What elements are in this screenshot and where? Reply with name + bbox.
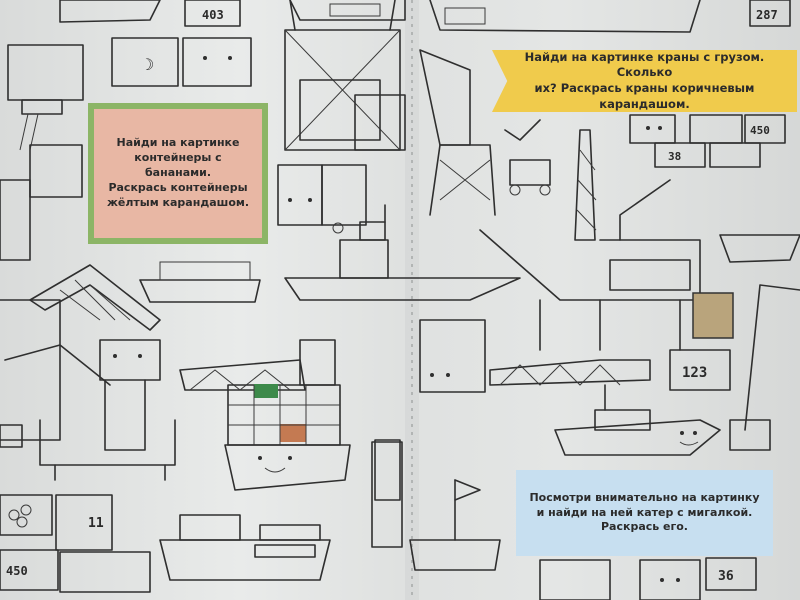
container-number-right-upper: 450 (750, 124, 770, 137)
brown-container (280, 424, 306, 442)
task-cranes-box: Найди на картинке краны с грузом. Скольк… (492, 50, 797, 112)
green-container (254, 384, 278, 398)
container-number-bottom-right: 36 (718, 569, 734, 584)
svg-text:☽: ☽ (140, 55, 154, 74)
bottom-right-items: 36 (371, 441, 757, 600)
top-ship-left: 403 (59, 0, 406, 27)
tug-boat-right (554, 384, 721, 456)
bottom-center-ship (159, 514, 331, 581)
container-number-top-left: 403 (202, 8, 224, 22)
task-bananas-box: Найди на картинке контейнеры с бананами.… (88, 103, 268, 244)
container-number-right-crane: 123 (682, 365, 707, 381)
left-containers: ☽ (0, 37, 252, 441)
top-ship-right: 287 (429, 0, 791, 33)
gantry-crane-top (284, 0, 406, 151)
left-cranes (0, 264, 176, 481)
task-boat-box: Посмотри внимательно на картинку и найди… (516, 470, 773, 556)
container-number-bottom-left-small: 11 (88, 516, 104, 531)
bottom-left-containers: 11 450 (0, 494, 151, 593)
container-number-bottom-left: 450 (6, 564, 28, 578)
container-ship-center (179, 339, 401, 501)
container-number-right-middle: 38 (668, 150, 681, 163)
cargo-ships-center (139, 204, 521, 303)
right-crane-top (419, 49, 551, 216)
middle-left-containers (277, 164, 367, 234)
right-containers-upper: 450 38 (629, 114, 786, 168)
oil-platform (479, 129, 800, 351)
container-number-top-right: 287 (756, 8, 778, 22)
right-middle-items: 123 (419, 284, 800, 451)
